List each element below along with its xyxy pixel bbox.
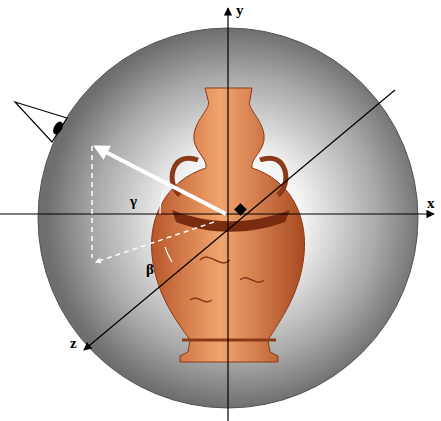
beta-arc xyxy=(165,247,172,262)
right-angle-mark xyxy=(234,203,247,216)
angle-label: β xyxy=(146,262,154,277)
axis-label: z xyxy=(70,336,77,351)
angle-label: γ xyxy=(130,194,137,209)
eye-icon xyxy=(15,102,67,142)
z-axis xyxy=(84,90,395,350)
view-vector xyxy=(96,147,226,214)
projection-vector xyxy=(96,222,214,262)
axis-label: x xyxy=(427,196,435,211)
projection-line xyxy=(91,146,93,258)
axis-label: y xyxy=(236,3,244,18)
x-axis xyxy=(0,213,434,214)
gamma-arc xyxy=(160,190,164,214)
